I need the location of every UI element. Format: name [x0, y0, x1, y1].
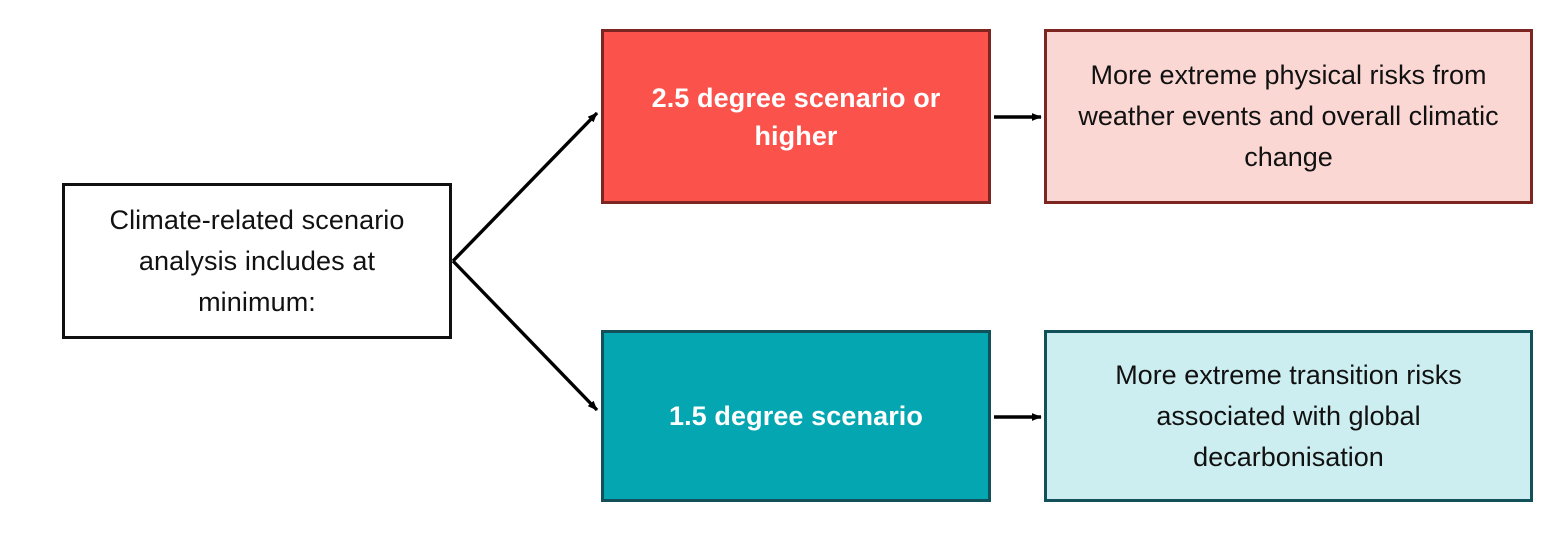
connector-root-to-scenario-low	[451, 259, 599, 412]
node-scenario-2-5-degree-label: 2.5 degree scenario or higher	[651, 82, 941, 151]
node-outcome-transition-risks: More extreme transition risks associated…	[1044, 330, 1533, 502]
node-scenario-2-5-degree: 2.5 degree scenario or higher	[601, 29, 991, 204]
node-scenario-1-5-degree: 1.5 degree scenario	[601, 330, 991, 502]
node-outcome-physical-risks: More extreme physical risks from weather…	[1044, 29, 1533, 204]
node-outcome-physical-risks-label: More extreme physical risks from weather…	[1078, 60, 1499, 172]
node-root-climate-scenario-analysis: Climate-related scenario analysis includ…	[62, 183, 452, 339]
node-scenario-1-5-degree-label: 1.5 degree scenario	[668, 401, 924, 431]
node-root-label: Climate-related scenario analysis includ…	[109, 204, 405, 317]
node-outcome-transition-risks-label: More extreme transition risks associated…	[1115, 359, 1462, 472]
connector-root-to-scenario-high	[451, 111, 599, 263]
